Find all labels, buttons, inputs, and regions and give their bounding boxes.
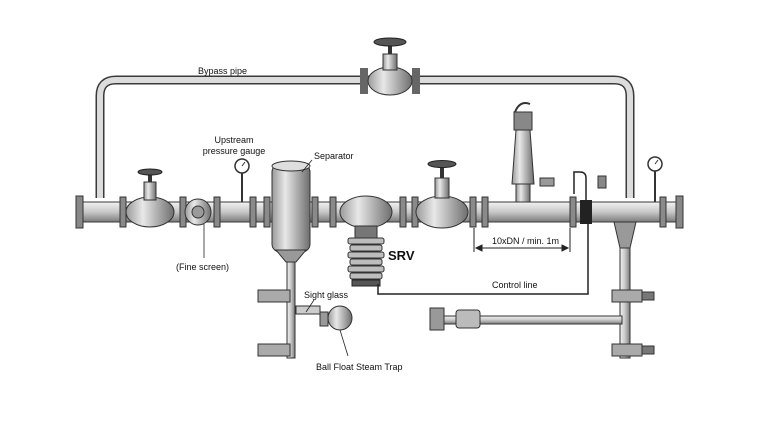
bypass-valve [360,37,420,96]
label-bypass-pipe: Bypass pipe [198,66,247,76]
srv-valve [339,195,393,287]
distance-dimension [473,228,571,252]
label-upstream-gauge-2: pressure gauge [203,146,266,156]
strainer [184,198,212,226]
label-distance: 10xDN / min. 1m [492,236,559,246]
label-srv: SRV [388,248,415,263]
label-sight-glass: Sight glass [304,290,349,300]
downstream-isolation-valve [415,160,469,229]
safety-relief-valve [511,102,555,203]
leader-lines [203,159,349,357]
downstream-pressure-gauge [647,156,663,202]
control-line-connection [573,171,607,224]
downstream-drain-leg [611,221,655,359]
label-upstream-gauge-1: Upstream [214,135,253,145]
upstream-pressure-gauge [234,158,250,202]
label-separator: Separator [314,151,354,161]
separator [271,160,311,263]
label-control-line: Control line [492,280,538,290]
label-fine-screen: (Fine screen) [176,262,229,272]
upstream-isolation-valve [125,168,175,228]
control-line [377,224,589,295]
label-steam-trap: Ball Float Steam Trap [316,362,403,372]
separator-drain-leg [257,261,353,359]
condensate-return-line [429,307,623,331]
